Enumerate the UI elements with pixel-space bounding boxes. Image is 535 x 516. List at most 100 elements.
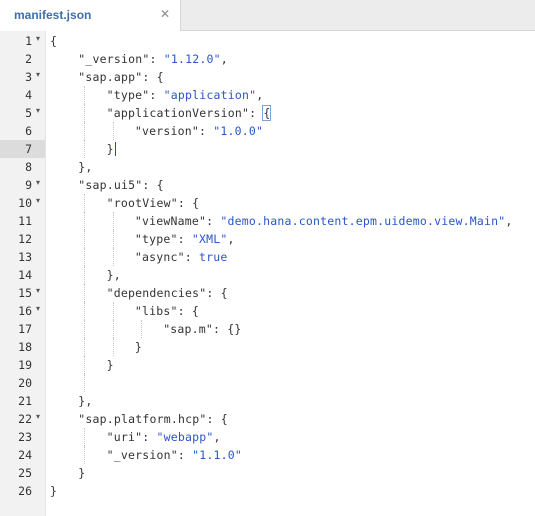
indent-guide [84,374,86,392]
indent-guide [84,284,86,302]
indent-guide [84,302,86,320]
indent-guide [84,356,86,374]
code-line[interactable]: 13"async": true [0,248,535,266]
code-text: "sap.platform.hcp": { [78,412,228,426]
line-number: 5 [25,106,32,120]
code-line[interactable]: 1▾ { [0,32,535,50]
code-line[interactable]: 22▾"sap.platform.hcp": { [0,410,535,428]
code-token: "sap.app": { [78,70,164,84]
code-cell: { [46,32,535,50]
indent-guide [84,194,86,212]
code-line[interactable]: 5▾"applicationVersion": { [0,104,535,122]
code-line[interactable]: 6"version": "1.0.0" [0,122,535,140]
line-number: 9 [25,178,32,192]
code-line[interactable]: 16▾"libs": { [0,302,535,320]
code-token: true [199,250,228,264]
code-cell: "sap.ui5": { [46,176,535,194]
gutter-cell: 21 [0,392,45,410]
code-line[interactable]: 19} [0,356,535,374]
code-cell: "sap.platform.hcp": { [46,410,535,428]
code-token: { [50,34,58,48]
code-text: "dependencies": { [107,286,228,300]
code-line[interactable]: 21}, [0,392,535,410]
code-line[interactable]: 25} [0,464,535,482]
code-line[interactable]: 24 "_version": "1.1.0" [0,446,535,464]
tab-title: manifest.json [14,8,92,22]
gutter-cell: 23 [0,428,45,446]
code-text: "viewName": "demo.hana.content.epm.uidem… [135,214,513,228]
indent-guide [112,302,114,320]
code-token: , [213,430,221,444]
indent-guide [140,320,142,338]
gutter-cell: 1▾ [0,32,45,50]
code-line[interactable]: 14}, [0,266,535,284]
code-line[interactable]: 9▾"sap.ui5": { [0,176,535,194]
code-text: { [50,34,57,48]
close-icon[interactable]: ✕ [159,7,171,21]
code-token: "XML" [191,232,228,246]
code-line[interactable]: 3▾ "sap.app": { [0,68,535,86]
line-number: 24 [18,448,32,462]
indent-guide [112,122,114,140]
code-text: "_version": "1.1.0" [107,448,242,462]
indent-guide [84,104,86,122]
fold-toggle-icon[interactable]: ▾ [36,304,41,313]
code-line[interactable]: 11"viewName": "demo.hana.content.epm.uid… [0,212,535,230]
code-text: } [78,466,85,480]
code-line[interactable]: 23"uri": "webapp", [0,428,535,446]
line-number: 7 [25,142,32,156]
code-token: }, [78,394,93,408]
code-cell: "sap.app": { [46,68,535,86]
indent-guide [84,140,86,158]
code-text: "async": true [135,250,228,264]
gutter-cell: 9▾ [0,176,45,194]
code-line[interactable]: 2"_version": "1.12.0", [0,50,535,68]
indent-guide [112,320,114,338]
indent-guide [84,86,86,104]
code-line[interactable]: 10▾"rootView": { [0,194,535,212]
code-editor[interactable]: 1▾ {2"_version": "1.12.0",3▾ "sap.app": { 4… [0,31,535,516]
indent-guide [112,338,114,356]
code-token: "sap.platform.hcp": { [78,412,228,426]
code-token: "libs": { [134,304,200,318]
line-number: 8 [25,160,32,174]
indent-guide [84,428,86,446]
gutter-cell: 25 [0,464,45,482]
code-line[interactable]: 8}, [0,158,535,176]
code-line[interactable]: 17"sap.m": {} [0,320,535,338]
fold-toggle-icon[interactable]: ▾ [36,34,41,43]
tab-manifest-json[interactable]: manifest.json ✕ [0,0,181,31]
gutter-cell: 26 [0,482,45,500]
line-number: 15 [18,286,32,300]
code-line[interactable]: 7} [0,140,535,158]
fold-toggle-icon[interactable]: ▾ [36,196,41,205]
code-cell: "_version": "1.1.0" [46,446,535,464]
code-line[interactable]: 4"type": "application", [0,86,535,104]
code-line[interactable]: 26} [0,482,535,500]
fold-toggle-icon[interactable]: ▾ [36,412,41,421]
code-token: "webapp" [156,430,214,444]
code-line[interactable]: 20 [0,374,535,392]
code-text: }, [78,160,92,174]
code-text: "version": "1.0.0" [135,124,263,138]
code-text: "sap.m": {} [163,322,241,336]
fold-toggle-icon[interactable]: ▾ [36,70,41,79]
code-token: "version": [134,124,214,138]
code-cell: } [46,356,535,374]
code-cell: } [46,464,535,482]
fold-toggle-icon[interactable]: ▾ [36,178,41,187]
code-cell: "rootView": { [46,194,535,212]
gutter-cell: 3▾ [0,68,45,86]
code-line[interactable]: 12"type": "XML", [0,230,535,248]
fold-toggle-icon[interactable]: ▾ [36,106,41,115]
code-text: "libs": { [135,304,199,318]
gutter-cell: 5▾ [0,104,45,122]
fold-toggle-icon[interactable]: ▾ [36,286,41,295]
gutter-cell: 2 [0,50,45,68]
code-line[interactable]: 15 ▾ "dependencies": { [0,284,535,302]
code-token: "async": [134,250,200,264]
gutter-cell: 14 [0,266,45,284]
text-cursor [114,142,116,156]
code-line[interactable]: 18} [0,338,535,356]
code-text: "sap.ui5": { [78,178,163,192]
